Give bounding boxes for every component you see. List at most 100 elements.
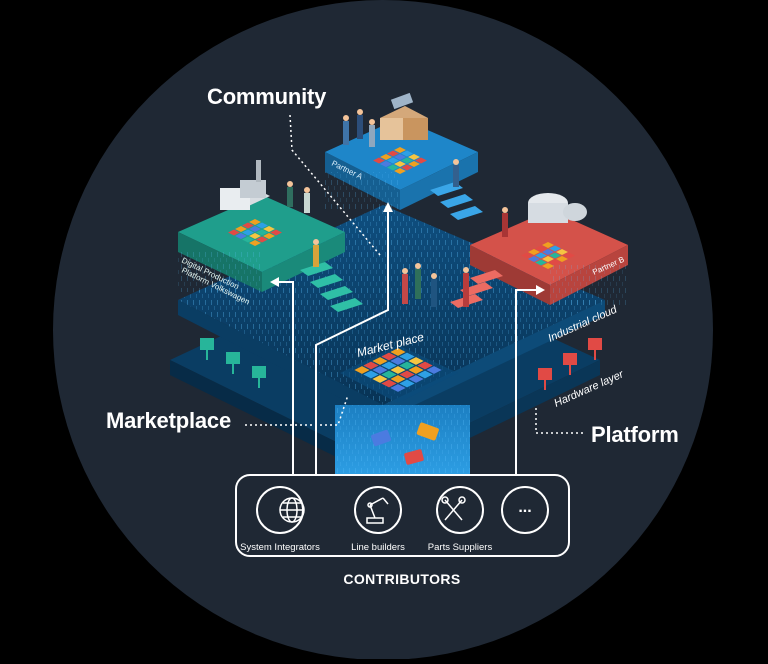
tile [408,154,420,160]
tile [387,150,399,157]
tile [381,379,397,388]
tile [380,161,392,167]
community-callout-line [289,114,381,256]
more-dots-icon: ... [501,486,549,534]
contributor-more: ... [470,486,580,534]
tile [256,222,268,229]
contributor-name: Parts Suppliers [427,542,493,553]
platform-left-teal [178,160,363,312]
hardware-device-left-1 [200,338,214,360]
contributor-line-builders: Line builders [323,486,433,553]
tile [235,226,247,232]
tile [354,366,370,374]
tile [263,226,275,232]
tile [256,236,268,243]
tile [381,370,397,379]
platform-right-red [450,193,628,308]
marketplace-callout-line [245,394,349,426]
tile [242,229,254,236]
tile [528,256,540,262]
marketplace-label: Marketplace [106,408,231,433]
tile [408,375,424,383]
tile [263,233,275,239]
hardware-device-right-2 [563,353,577,375]
tile [390,366,406,374]
tile [235,233,247,239]
tile [270,229,282,236]
contributor-icon-circle [436,486,484,534]
tile [542,263,554,269]
tile [372,366,388,374]
tile [417,370,433,379]
marketplace-grid [340,345,458,403]
tile [535,259,547,266]
tile [372,375,388,383]
tile [394,147,406,153]
tile [387,164,399,171]
tile [390,357,406,365]
contributor-system-integrators: System Integrators [225,486,335,553]
tile [390,375,406,383]
tile [399,379,415,388]
tile [528,249,540,255]
tile [535,245,547,252]
tile [372,357,388,365]
contributor-icon-circle [256,486,304,534]
contributors-label: CONTRIBUTORS [343,571,461,587]
tile [401,164,413,171]
hardware-device-left-3 [252,366,266,388]
tile [242,236,254,243]
tile [249,233,261,239]
platform-label: Platform [591,422,679,447]
hardware-device-right-3 [588,338,602,360]
tile [415,157,427,164]
tile [417,361,433,370]
arrow-to-top-platform [315,210,389,476]
tile [542,249,554,255]
tile [399,370,415,379]
tile [408,357,424,365]
tile [426,366,442,374]
tile [228,229,240,236]
tile [242,222,254,229]
tile [394,154,406,160]
tile [556,256,568,262]
tile [390,348,406,356]
arrow-to-right-platform [515,289,540,476]
tile [373,157,385,164]
tile [380,154,392,160]
contributor-parts-suppliers: Parts Suppliers [405,486,515,553]
tile [394,168,406,174]
tile [401,157,413,164]
tile [363,361,379,370]
tile [535,252,547,259]
tile [363,370,379,379]
tile [401,150,413,157]
tile [408,366,424,374]
tile [387,157,399,164]
tile [542,242,554,248]
tile [549,259,561,266]
tile [542,256,554,262]
hardware-device-left-2 [226,352,240,374]
tile [256,229,268,236]
people-figures [287,109,508,307]
tile [381,352,397,361]
tile [521,252,533,259]
tile [249,219,261,225]
contributor-icon-circle [354,486,402,534]
marketplace-floating-tiles [371,422,439,465]
tile [563,252,575,259]
tile [549,245,561,252]
tile [394,161,406,167]
contributor-name: Line builders [351,542,405,553]
community-label: Community [207,84,327,109]
tile [249,226,261,232]
callout-lines [245,114,583,434]
tile [399,352,415,361]
tile [549,252,561,259]
tile [390,384,406,392]
hardware-device-right-1 [538,368,552,390]
